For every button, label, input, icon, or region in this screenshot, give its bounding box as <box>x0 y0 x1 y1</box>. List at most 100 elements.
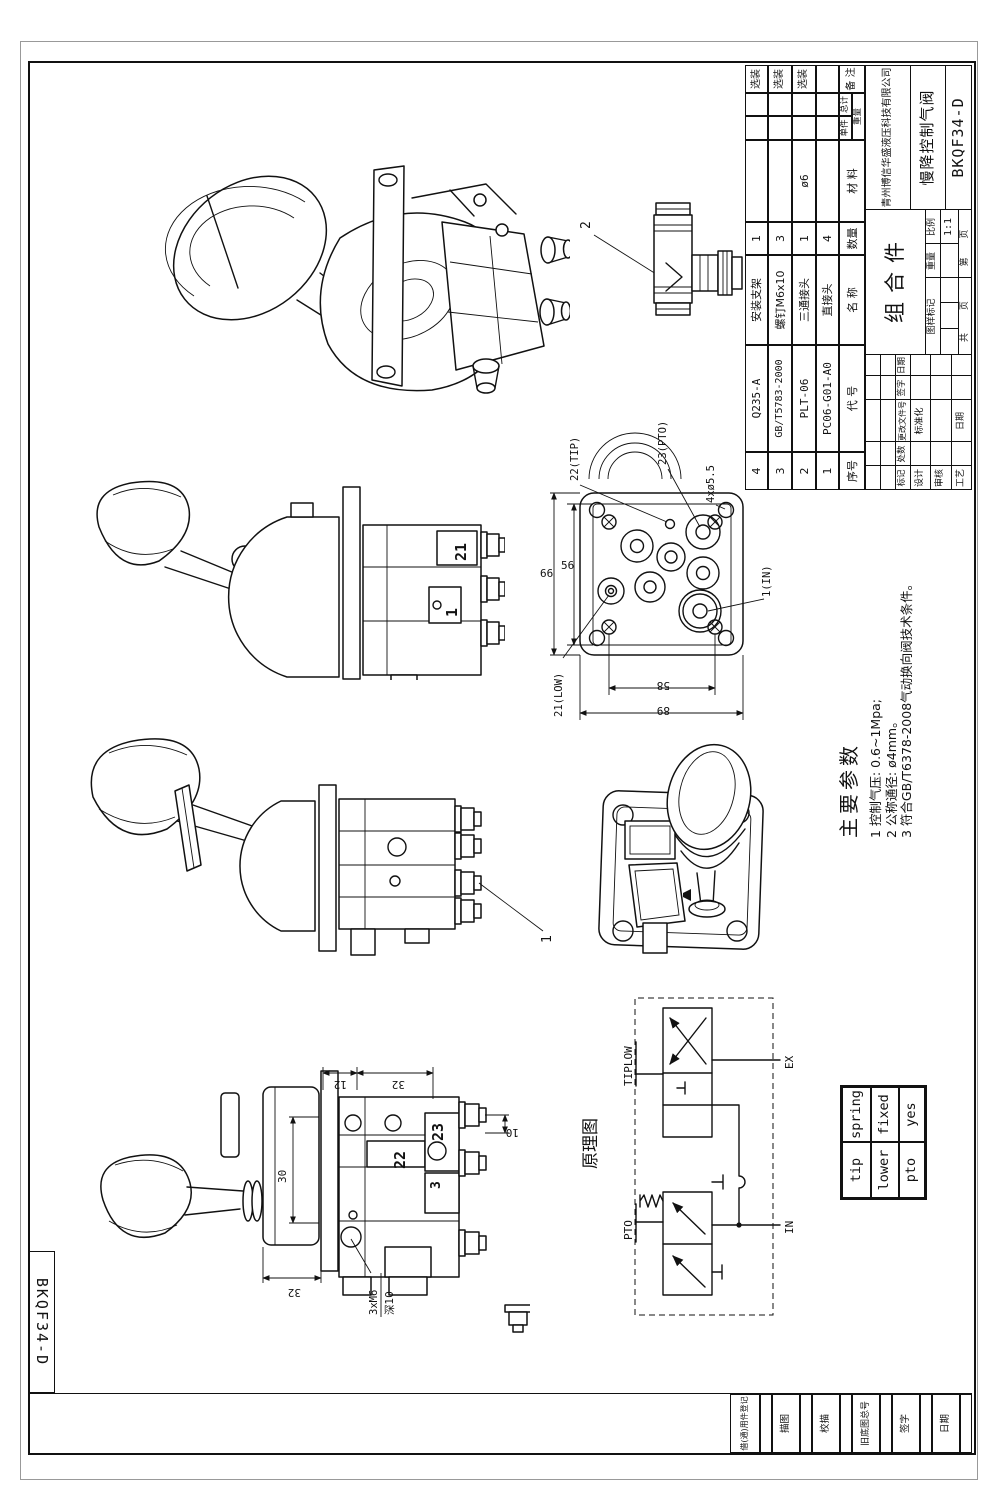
schematic-boundary <box>634 997 774 1316</box>
dimension-lines <box>550 492 744 720</box>
corner-drawing-number-box: BKQF34-D <box>28 1251 55 1393</box>
dim-32-bottom: 32 <box>288 1286 301 1299</box>
port-view-wrapper: 66 56 58 89 22(TIP) 23(PTO) 4xø5.5 1(IN)… <box>540 405 785 725</box>
tb-role-design: 设计 <box>914 469 925 488</box>
tb-role-check: 审核 <box>935 469 945 488</box>
side-view-a-wrapper: 21 1 <box>85 475 506 684</box>
dim-30: 30 <box>276 1170 289 1183</box>
port-label-3: 3 <box>429 1181 444 1189</box>
schematic-title: 原理图 <box>581 1118 601 1169</box>
port-label-21: 21 <box>452 543 470 561</box>
push-in-fittings <box>480 531 506 647</box>
callout-1: 1 <box>540 935 555 943</box>
pneumatic-schematic: 原理图 PTO T <box>581 997 796 1316</box>
strip-gap <box>920 1394 932 1453</box>
side-view-a: 21 1 <box>96 480 506 684</box>
tb-assembly: 组合件 <box>882 233 907 323</box>
parts-cell: 1 <box>792 222 816 255</box>
tee-fitting-wrapper: 2 <box>570 185 750 325</box>
dim-89: 89 <box>657 704 670 717</box>
parts-header-qty: 数量 <box>839 222 865 255</box>
schematic-label-pto: PTO <box>622 1220 635 1240</box>
strip-item-1: 描图 <box>772 1394 800 1453</box>
dim-32-top: 32 <box>392 1078 405 1091</box>
dim-58: 58 <box>657 679 670 692</box>
callout-21-low: 21(LOW) <box>553 673 565 717</box>
dim-56: 56 <box>561 559 574 572</box>
tb-mark-label: 图样标记 <box>927 298 937 335</box>
tb-scale-value: 1:1 <box>943 217 954 237</box>
parts-cell: 1 <box>816 452 839 490</box>
strip-gap <box>840 1394 852 1453</box>
mounting-plate-edge <box>342 486 361 680</box>
flange-outline <box>579 492 744 656</box>
port-view: 66 56 58 89 22(TIP) 23(PTO) 4xø5.5 1(IN)… <box>540 421 773 720</box>
strip-gap <box>880 1394 892 1453</box>
tb-line <box>865 375 972 376</box>
callout-1-in: 1(IN) <box>761 565 773 597</box>
joystick-knob <box>165 175 328 321</box>
spec-cell: lower <box>871 1142 899 1198</box>
side-view-b: 1 <box>90 738 555 956</box>
port-label-1: 1 <box>443 608 461 617</box>
parts-cell <box>768 140 792 222</box>
parts-cell <box>816 140 839 222</box>
tee-fitting <box>653 202 743 316</box>
schematic-label-ex: EX <box>783 1055 796 1069</box>
spec-cell: fixed <box>871 1087 899 1142</box>
dome-housing <box>227 502 340 678</box>
tb-pages-total: 共 页 <box>959 291 970 342</box>
side-view-b-wrapper: 1 <box>75 725 555 985</box>
tb-rev-date: 日期 <box>897 357 908 375</box>
parts-header-seq: 序号 <box>839 452 865 490</box>
parts-cell <box>816 65 839 93</box>
thread-callout: 3xM6 <box>368 1290 380 1315</box>
parts-cell: 选装 <box>768 65 792 93</box>
strip-item-2: 校描 <box>812 1394 840 1453</box>
parameter-line: 3 符合GB/T6378-2008气动换向阀技术条件。 <box>899 577 914 838</box>
parts-cell: PLT-06 <box>792 345 816 452</box>
parts-cell: 4 <box>816 222 839 255</box>
parts-header-material: 材 料 <box>839 140 865 222</box>
parts-cell: 3 <box>768 222 792 255</box>
parts-cell <box>816 116 839 140</box>
parameters-title: 主要参数 <box>837 742 861 838</box>
valve-block <box>411 183 545 371</box>
strip-gap <box>800 1394 812 1453</box>
parts-cell <box>768 116 792 140</box>
parts-cell: 螺钉M6x10 <box>768 255 792 345</box>
tee-fitting-view: 2 <box>579 202 743 316</box>
main-parameters: 主要参数 1 控制气压: 0.6~1Mpa; 2 公称通径: ø4mm。 3 符… <box>833 558 915 838</box>
panel-isometric-wrapper <box>585 735 795 975</box>
strip-gap <box>760 1394 772 1453</box>
tb-company: 青州博信华盛液压科技有限公司 <box>881 67 893 208</box>
callout-2: 2 <box>579 221 594 229</box>
tb-drawing-number: BKQF34-D <box>949 97 967 178</box>
main-valve-symbol <box>662 1007 713 1138</box>
tb-rev-mark: 标记 <box>897 469 908 487</box>
joystick-knob <box>100 1154 192 1238</box>
dome-housing <box>239 800 316 932</box>
callout-22-tip: 22(TIP) <box>569 437 581 481</box>
push-in-fittings <box>458 1101 532 1333</box>
port-label-22: 22 <box>391 1151 409 1169</box>
schematic-label-tiplow: TIPLOW <box>622 1046 635 1086</box>
parts-header-remark: 备 注 <box>839 65 865 93</box>
mounting-plate-edge <box>320 1070 339 1272</box>
callout-4xd5-5: 4xø5.5 <box>705 465 717 503</box>
parts-cell <box>768 93 792 116</box>
parts-cell: 2 <box>792 452 816 490</box>
port-label-23: 23 <box>429 1123 447 1141</box>
thread-depth-callout: 深10 <box>384 1291 396 1315</box>
schematic-label-in: IN <box>783 1221 796 1234</box>
valve-block <box>338 798 456 956</box>
parts-cell: 直接头 <box>816 255 839 345</box>
tb-product-name: 慢降控制气阀 <box>918 89 936 186</box>
push-in-fittings <box>454 805 482 925</box>
ports <box>597 514 722 633</box>
tb-rev-sign: 签字 <box>897 379 908 397</box>
isometric-view-wrapper <box>150 140 574 490</box>
strip-item-4: 签字 <box>892 1394 920 1453</box>
corner-drawing-number: BKQF34-D <box>33 1277 51 1367</box>
